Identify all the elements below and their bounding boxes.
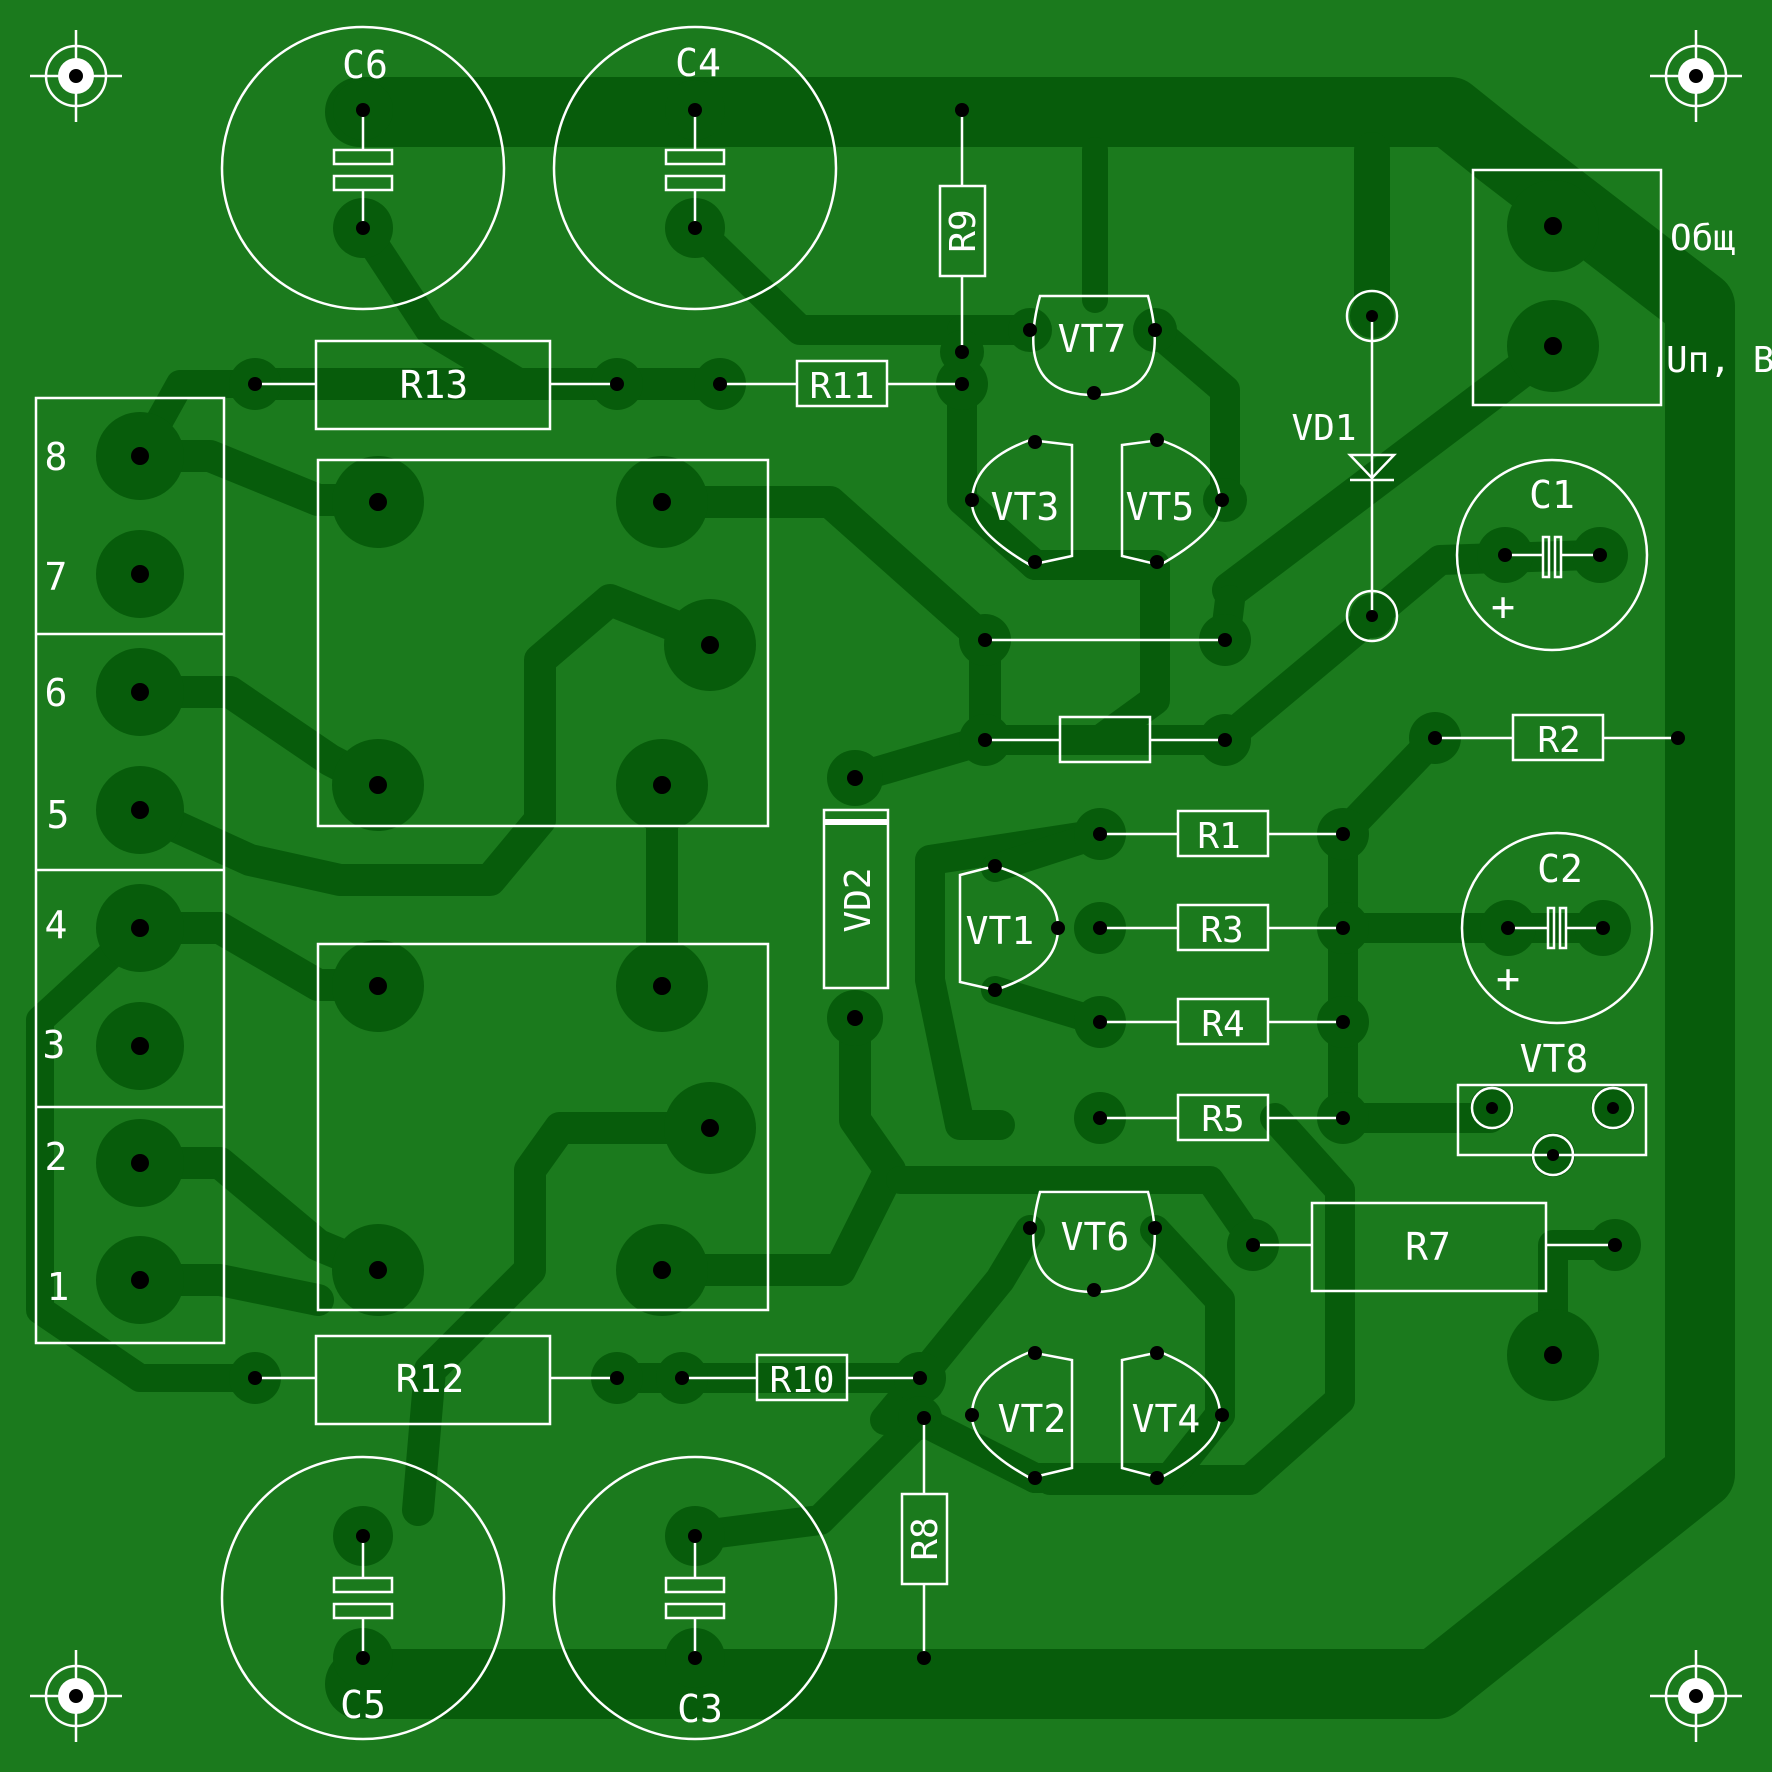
pin-label: 6 xyxy=(45,671,68,715)
resistor-r3: R3 xyxy=(1100,903,1343,952)
r5-label: R5 xyxy=(1201,1099,1244,1140)
pin-label: 5 xyxy=(47,793,70,837)
r4-label: R4 xyxy=(1201,1004,1244,1045)
c3-label: C3 xyxy=(677,1687,723,1731)
vt2-label: VT2 xyxy=(998,1397,1067,1441)
vt7-label: VT7 xyxy=(1058,317,1127,361)
diode-symbol-icon xyxy=(1347,453,1397,480)
supply-label: Uп, В xyxy=(1666,340,1772,381)
vt4-label: VT4 xyxy=(1132,1397,1201,1441)
diode-vd2: VD2 xyxy=(822,808,890,990)
r12-label: R12 xyxy=(396,1357,465,1401)
pin-label: 2 xyxy=(45,1135,68,1179)
resistor-r11: R11 xyxy=(720,359,962,408)
r10-label: R10 xyxy=(769,1360,834,1401)
resistor-r2: R2 xyxy=(1435,713,1678,762)
resistor-r9: R9 xyxy=(938,110,987,352)
capacitor-c5: C5 xyxy=(220,1455,506,1741)
r9-label: R9 xyxy=(943,209,984,252)
fiducial-mark-icon xyxy=(30,30,1742,1742)
resistor-r7: R7 xyxy=(1253,1201,1615,1293)
pin-label: 4 xyxy=(45,903,68,947)
vt1-label: VT1 xyxy=(966,909,1035,953)
resistor-r1: R1 xyxy=(1100,809,1343,858)
vt8-label: VT8 xyxy=(1520,1037,1589,1081)
capacitor-c3: C3 xyxy=(552,1455,838,1741)
transistor-vt4: VT4 xyxy=(1120,1350,1222,1480)
r2-label: R2 xyxy=(1537,720,1580,761)
capacitor-c1: C1 + xyxy=(1455,458,1649,652)
power-terminal: Общ Uп, В xyxy=(1471,168,1772,407)
pin-label: 8 xyxy=(45,435,68,479)
vd1-label: VD1 xyxy=(1291,408,1356,449)
pin-label: 3 xyxy=(43,1023,66,1067)
resistor-unlabeled xyxy=(985,715,1225,764)
c2-plus-label: + xyxy=(1496,956,1520,1002)
resistor-r13: R13 xyxy=(255,339,617,431)
relay-outline-top xyxy=(316,458,770,828)
vd2-label: VD2 xyxy=(838,867,879,932)
r1-label: R1 xyxy=(1197,816,1240,857)
resistor-r5: R5 xyxy=(1100,1093,1343,1142)
vt5-label: VT5 xyxy=(1126,485,1195,529)
resistor-r4: R4 xyxy=(1100,997,1343,1046)
drill-holes xyxy=(131,103,1685,1665)
c6-label: C6 xyxy=(342,43,388,87)
capacitor-c2: C2 + xyxy=(1460,831,1654,1025)
resistor-r8: R8 xyxy=(900,1418,949,1658)
r13-label: R13 xyxy=(400,363,469,407)
c2-label: C2 xyxy=(1537,847,1583,891)
capacitor-c6: C6 xyxy=(220,25,506,311)
c5-label: C5 xyxy=(340,1683,386,1727)
vt3-label: VT3 xyxy=(991,485,1060,529)
r3-label: R3 xyxy=(1200,910,1243,951)
connector-block: 8 7 6 5 4 3 2 1 xyxy=(34,396,226,1345)
capacitor-c4: C4 xyxy=(552,25,838,311)
diode-vd1: VD1 xyxy=(1291,289,1399,643)
c1-plus-label: + xyxy=(1491,584,1515,630)
r8-label: R8 xyxy=(905,1517,946,1560)
pin-label: 7 xyxy=(45,555,68,599)
relay-outline-bottom xyxy=(316,942,770,1312)
vt6-label: VT6 xyxy=(1061,1215,1130,1259)
r7-label: R7 xyxy=(1405,1225,1451,1269)
resistor-r10: R10 xyxy=(682,1353,920,1402)
resistor-r12: R12 xyxy=(255,1334,617,1426)
pin-label: 1 xyxy=(47,1265,70,1309)
c1-label: C1 xyxy=(1529,473,1575,517)
c4-label: C4 xyxy=(675,41,721,85)
gnd-label: Общ xyxy=(1670,218,1735,259)
r11-label: R11 xyxy=(809,366,874,407)
